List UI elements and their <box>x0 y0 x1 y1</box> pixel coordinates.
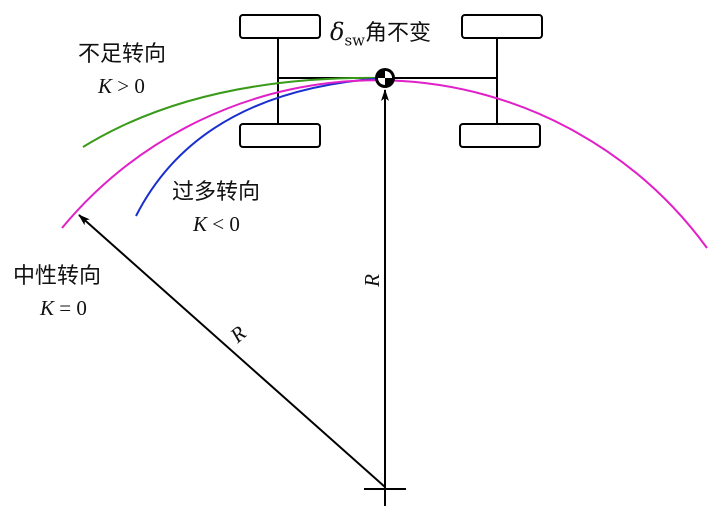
k-var: K <box>98 74 113 98</box>
wheel-front-left <box>239 14 321 39</box>
steering-angle-text: 角不变 <box>365 21 432 46</box>
wheel-rear-left <box>239 123 321 148</box>
understeer-k: K > 0 <box>98 74 145 99</box>
k-rel: > 0 <box>117 74 145 98</box>
radius-vertical-label: R <box>360 274 385 287</box>
oversteer-label: 过多转向 <box>172 180 261 205</box>
k-rel: < 0 <box>212 212 240 236</box>
wheel-rear-right <box>459 123 541 148</box>
understeer-path <box>82 76 386 148</box>
k-var: K <box>40 296 55 320</box>
oversteer-k: K < 0 <box>193 212 240 237</box>
delta-symbol: δ <box>330 18 345 46</box>
oversteer-path <box>135 77 386 217</box>
radius-diagonal-arrow <box>78 214 386 488</box>
wheel-front-right <box>461 14 543 39</box>
understeer-label: 不足转向 <box>78 42 167 67</box>
r-text: R <box>359 274 384 287</box>
steering-angle-label: δsw角不变 <box>330 20 431 48</box>
neutral-k: K = 0 <box>40 296 87 321</box>
neutral-label: 中性转向 <box>13 264 102 289</box>
k-rel: = 0 <box>59 296 87 320</box>
sw-subscript: sw <box>344 31 365 50</box>
center-of-gravity-icon <box>375 68 395 88</box>
k-var: K <box>193 212 208 236</box>
